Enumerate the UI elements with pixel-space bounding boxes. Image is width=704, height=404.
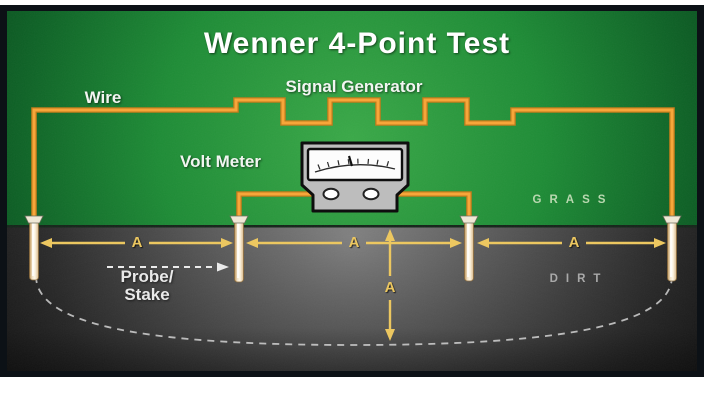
probe-stake-pointer-arrow [107, 262, 229, 272]
volt-meter-label: Volt Meter [180, 152, 261, 171]
voltmeter-left-wire-core [237, 192, 331, 220]
volt-meter-needle [347, 155, 354, 167]
spacing-arrow-3 [477, 238, 666, 248]
probe-stake-label-line2: Stake [124, 285, 170, 304]
probe-stake-3 [459, 215, 479, 282]
volt-meter-scale-ticks [317, 158, 390, 170]
grass-label: GRASS [532, 194, 614, 206]
depth-a-label: A [384, 279, 396, 296]
probe-stake-4 [662, 215, 682, 282]
volt-meter-device [300, 141, 410, 213]
probe-stake-1 [24, 215, 44, 281]
spacing-a-label-2: A [348, 234, 360, 251]
spacing-a-label-3: A [568, 234, 580, 251]
volt-meter-left-terminal [322, 187, 340, 201]
wire-label: Wire [84, 88, 122, 107]
voltmeter-right-wire-core [371, 192, 471, 220]
volt-meter-right-terminal [362, 187, 380, 201]
signal-generator-squarewave-wire-core [32, 98, 674, 220]
wire-circuit [31, 97, 675, 220]
spacing-arrow-1 [40, 238, 233, 248]
signal-generator-label: Signal Generator [285, 77, 423, 96]
depth-arrow [385, 229, 395, 341]
probe-stake-2 [229, 215, 249, 283]
probe-stake-label-line1: Probe/ [120, 267, 174, 286]
dirt-label: DIRT [549, 273, 609, 285]
diagram-title: Wenner 4-Point Test [203, 27, 511, 60]
hemisphere-dashed-arc [35, 275, 673, 346]
spacing-arrow-2 [246, 238, 462, 248]
spacing-a-label-1: A [131, 234, 143, 251]
probe-stake-label: Probe/ Stake [97, 268, 197, 304]
volt-meter-scale-arc [314, 163, 396, 173]
